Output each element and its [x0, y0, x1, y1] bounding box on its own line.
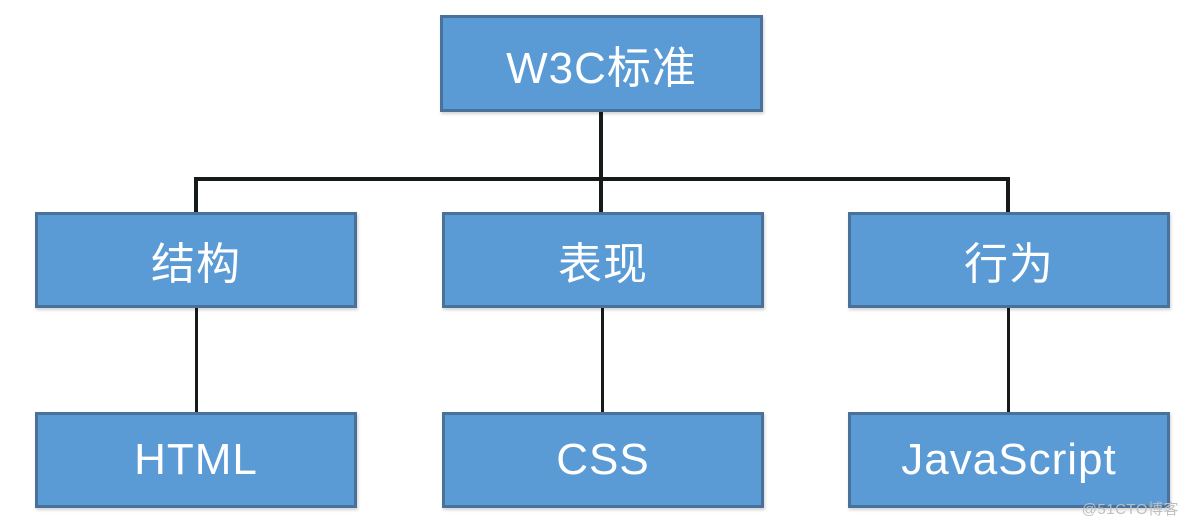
node-presentation-label: 表现: [558, 240, 648, 289]
node-structure-label: 结构: [151, 240, 241, 289]
node-behavior-label: 行为: [964, 240, 1054, 289]
node-html: HTML: [35, 412, 357, 508]
node-html-label: HTML: [134, 435, 258, 484]
connector-drop-right: [1006, 177, 1010, 212]
connector-drop-left: [194, 177, 198, 212]
node-behavior: 行为: [848, 212, 1170, 308]
connector-behavior-javascript: [1007, 308, 1010, 412]
node-presentation: 表现: [442, 212, 764, 308]
node-structure: 结构: [35, 212, 357, 308]
connector-presentation-css: [601, 308, 604, 412]
node-w3c-standard: W3C标准: [440, 15, 763, 112]
connector-structure-html: [195, 308, 198, 412]
node-javascript-label: JavaScript: [901, 435, 1117, 484]
connector-root-vertical: [599, 112, 603, 212]
watermark: @51CTO博客: [1081, 501, 1179, 518]
node-css: CSS: [442, 412, 764, 508]
node-css-label: CSS: [556, 435, 650, 484]
connector-horizontal-bus: [194, 177, 1010, 181]
node-javascript: JavaScript: [848, 412, 1170, 508]
node-w3c-standard-label: W3C标准: [506, 43, 697, 93]
